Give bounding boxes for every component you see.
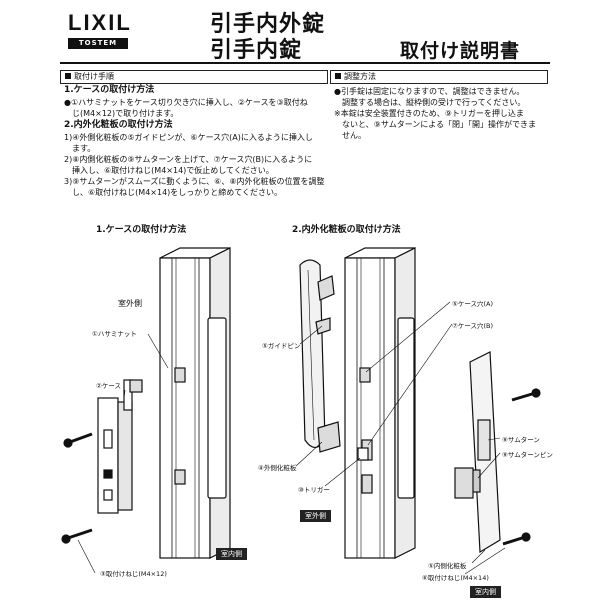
step1-title: 1.ケースの取付け方法 (64, 85, 155, 95)
step2-title: 2.内外化粧板の取付け方法 (64, 120, 173, 130)
fig2-inner-plate-label: ⑤内側化粧板 (428, 562, 467, 570)
fig2-stile (344, 247, 416, 559)
fig1-title: 1.ケースの取付け方法 (96, 225, 187, 235)
fig2-inner-plate (454, 351, 501, 554)
adjust-line4: ないと、⑨サムターンによる「閉」「開」操作ができま (342, 120, 537, 129)
step2-line1: 1)④外側化粧板の⑤ガイドピンが、⑥ケース穴(A)に入るように挿入し (64, 133, 313, 142)
fig2-guide-pin-label: ⑤ガイドピン (262, 342, 301, 350)
fig1-nut (129, 379, 143, 393)
fig2-trigger (357, 447, 369, 461)
brand-logo: LIXIL (68, 10, 132, 35)
adjust-line3: ※本錠は安全装置付きのため、⑨トリガーを押し込ま (334, 109, 524, 118)
manual-title: 取付け説明書 (400, 40, 521, 62)
fig1-lock-case (97, 379, 133, 514)
fig2-trigger-label: ⑩トリガー (298, 486, 330, 494)
adjust-line2: 調整する場合は、縦枠側の受けで行ってください。 (342, 98, 526, 107)
fig1-screws (61, 432, 93, 544)
product-title-2: 引手内錠 (210, 38, 303, 63)
step2-line3: 2)⑧内側化粧板の⑨サムターンを上げて、⑦ケース穴(B)に入るように (64, 155, 313, 164)
fig2-hole-a-label: ⑤ケース穴(A) (452, 300, 494, 308)
step2-line5: 3)⑨サムターンがスムーズに動くように、⑥、⑧内外化粧板の位置を調整 (64, 177, 325, 186)
fig2-outdoor-label: 室外側 (300, 510, 331, 522)
fig2-screws (502, 388, 541, 546)
fig2-thumbturn-label: ⑨サムターン (502, 436, 540, 444)
step1-line1: ●①ハサミナットをケース切り欠き穴に挿入し、②ケースを③取付ね (64, 98, 308, 107)
fig1-case-label: ②ケース (96, 382, 122, 390)
fig1-outdoor-label: 室外側 (118, 299, 142, 308)
fig2-indoor-label: 室内側 (470, 586, 501, 598)
header-rule (60, 62, 550, 64)
fig2-hole-b-label: ⑦ケース穴(B) (452, 322, 494, 330)
fig2-screw-label: ⑥取付けねじ(M4×14) (422, 574, 489, 582)
step2-line6: し、⑥取付けねじ(M4×14)をしっかりと締めてください。 (72, 188, 283, 197)
step1-line2: じ(M4×12)で取り付けます。 (72, 109, 179, 118)
fig2-guide-pins (315, 275, 341, 453)
fig1-screw-label: ③取付けねじ(M4×12) (100, 570, 167, 578)
step2-line4: 挿入し、⑥取付けねじ(M4×14)で仮止めしてください。 (72, 166, 274, 175)
adjustment-heading: 調整方法 (330, 70, 548, 84)
step2-line2: ます。 (72, 144, 96, 153)
brand-sub-logo: TOSTEM (68, 38, 128, 49)
fig1-stile (159, 247, 231, 559)
adjust-line5: せん。 (342, 131, 366, 140)
fig1-nut-label: ①ハサミナット (92, 330, 137, 338)
fig2-outer-plate-label: ④外側化粧板 (258, 464, 297, 472)
fig1-indoor-label: 室内側 (216, 548, 247, 560)
fig2-thumbturn-pin-label: ⑨サムターンピン (502, 451, 553, 459)
product-title-1: 引手内外錠 (210, 12, 326, 37)
adjust-line1: ●引手錠は固定になりますので、調整はできません。 (334, 87, 525, 96)
fig2-title: 2.内外化粧板の取付け方法 (292, 225, 401, 235)
install-procedure-heading: 取付け手順 (60, 70, 328, 84)
